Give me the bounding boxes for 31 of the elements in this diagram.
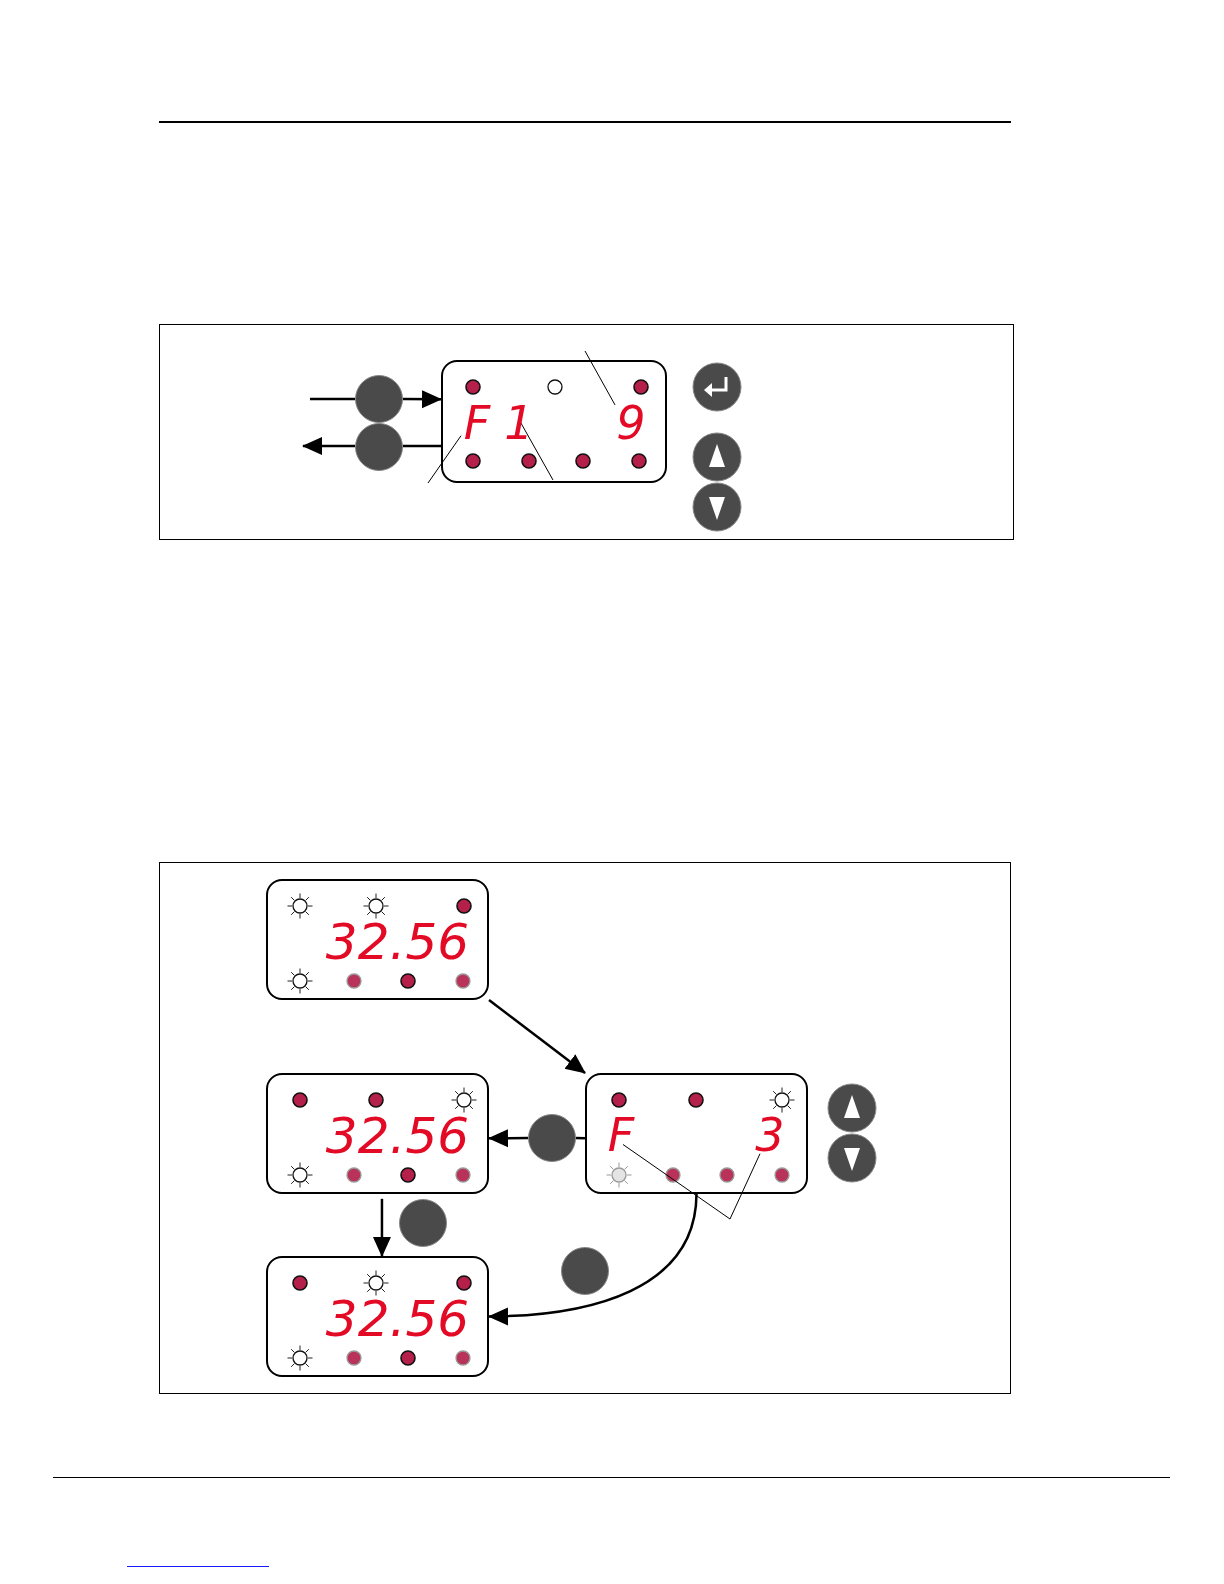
key-button xyxy=(355,423,403,471)
display-digit: 9 xyxy=(611,400,651,446)
connector-line xyxy=(403,444,441,448)
display-panel xyxy=(441,360,667,483)
arrow xyxy=(488,1193,698,1325)
display-digit: 3 xyxy=(750,1112,790,1158)
arrow xyxy=(488,1129,528,1148)
display-panel xyxy=(266,1073,489,1194)
display-digit: 1 xyxy=(505,400,533,446)
arrow xyxy=(488,999,586,1074)
leader-line xyxy=(584,350,616,406)
display-readout: 32.56 xyxy=(325,1111,469,1161)
display-readout: 32.56 xyxy=(325,1294,469,1344)
leader-line xyxy=(622,1144,731,1220)
key-button xyxy=(528,1114,576,1162)
key-button xyxy=(561,1247,609,1295)
display-panel xyxy=(266,879,489,1000)
connector-line xyxy=(310,397,355,401)
arrow xyxy=(403,390,442,409)
display-panel xyxy=(266,1256,489,1377)
arrow xyxy=(372,1198,391,1257)
arrow xyxy=(302,437,355,455)
connector-line xyxy=(575,1136,586,1140)
key-button xyxy=(399,1199,447,1247)
leader-line xyxy=(427,435,462,484)
display-panel xyxy=(585,1073,808,1194)
display-readout: 32.56 xyxy=(325,917,469,967)
display-digit: F xyxy=(601,1112,641,1158)
key-button xyxy=(355,375,403,423)
leader-line xyxy=(729,1153,761,1220)
display-digit: F xyxy=(457,400,497,446)
